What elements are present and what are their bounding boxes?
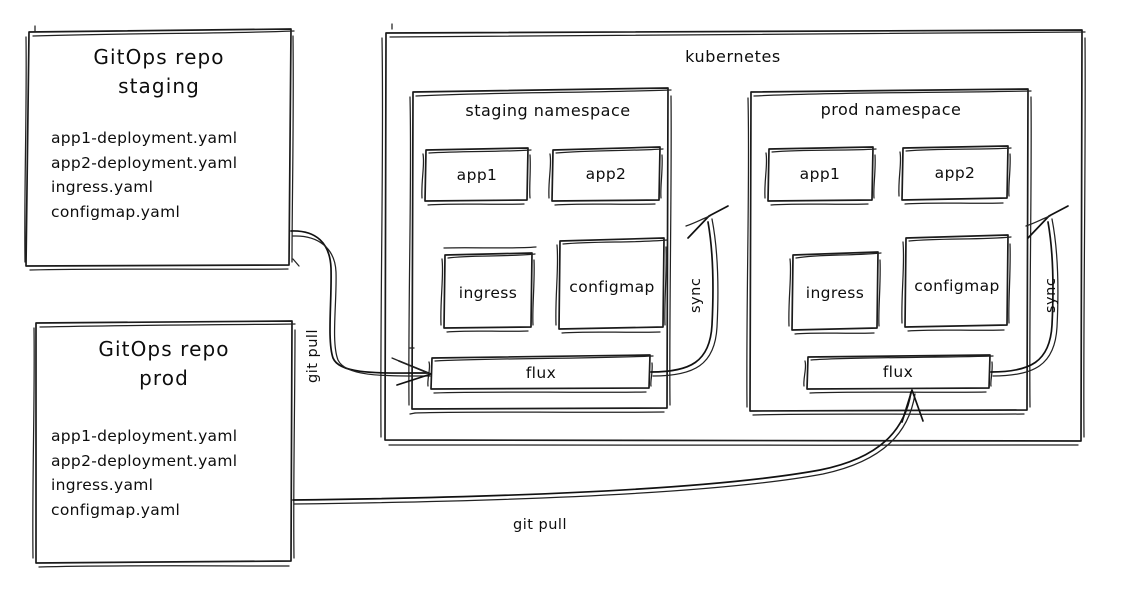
- staging-configmap-label: configmap: [569, 278, 655, 296]
- kubernetes-label: kubernetes: [685, 47, 781, 66]
- staging-sync-label: sync: [688, 277, 704, 313]
- staging-flux-label: flux: [525, 364, 557, 382]
- list-item: app2-deployment.yaml: [51, 451, 238, 470]
- prod-ingress-label: ingress: [805, 284, 865, 302]
- prod-configmap-label: configmap: [914, 277, 1000, 295]
- prod-flux-label: flux: [882, 363, 914, 381]
- list-item: app1-deployment.yaml: [51, 129, 238, 147]
- staging-sync-arrow: [650, 205, 729, 377]
- list-item: app1-deployment.yaml: [51, 427, 238, 445]
- staging-repo-title-line2: staging: [118, 74, 200, 98]
- prod-repo-box: [32, 320, 296, 568]
- prod-repo-title-line2: prod: [139, 366, 189, 390]
- staging-repo-box: [24, 25, 300, 271]
- prod-git-pull-arrow: [292, 389, 924, 505]
- staging-configmap-box: [555, 237, 668, 334]
- prod-namespace-label: prod namespace: [820, 100, 962, 119]
- prod-flux-box: [803, 354, 994, 394]
- prod-ingress-box: [788, 251, 882, 335]
- staging-git-pull-arrow: [290, 230, 432, 386]
- prod-git-pull-label: git pull: [513, 517, 567, 533]
- list-item: ingress.yaml: [51, 476, 154, 494]
- list-item: app2-deployment.yaml: [51, 153, 238, 172]
- staging-repo-title-line1: GitOps repo: [93, 45, 225, 69]
- prod-repo-title-line1: GitOps repo: [98, 337, 230, 361]
- prod-sync-arrow: [990, 205, 1069, 377]
- staging-app1-label: app1: [456, 166, 498, 184]
- staging-repo-title: GitOps repo staging: [39, 43, 279, 101]
- prod-app2-label: app2: [934, 164, 976, 182]
- prod-configmap-box: [901, 234, 1012, 332]
- prod-app1-box: [764, 146, 877, 206]
- list-item: configmap.yaml: [51, 500, 181, 519]
- prod-namespace-box: [746, 88, 1032, 416]
- prod-repo-title: GitOps repo prod: [44, 335, 284, 393]
- staging-app1-box: [421, 147, 532, 206]
- prod-repo-file-list: app1-deployment.yaml app2-deployment.yam…: [51, 424, 237, 522]
- kubernetes-box: [380, 23, 1086, 446]
- staging-ingress-label: ingress: [458, 284, 518, 302]
- prod-sync-label: sync: [1043, 277, 1059, 313]
- staging-flux-box: [427, 354, 654, 394]
- staging-app2-box: [548, 146, 664, 206]
- staging-ingress-box: [440, 246, 537, 333]
- staging-git-pull-label: git pull: [305, 329, 321, 383]
- staging-namespace-label: staging namespace: [465, 101, 631, 120]
- prod-app2-box: [898, 145, 1012, 205]
- staging-repo-file-list: app1-deployment.yaml app2-deployment.yam…: [51, 126, 237, 224]
- staging-namespace-box: [408, 87, 672, 415]
- list-item: configmap.yaml: [51, 202, 181, 221]
- list-item: ingress.yaml: [51, 178, 154, 196]
- staging-app2-label: app2: [585, 165, 627, 183]
- prod-app1-label: app1: [799, 165, 841, 183]
